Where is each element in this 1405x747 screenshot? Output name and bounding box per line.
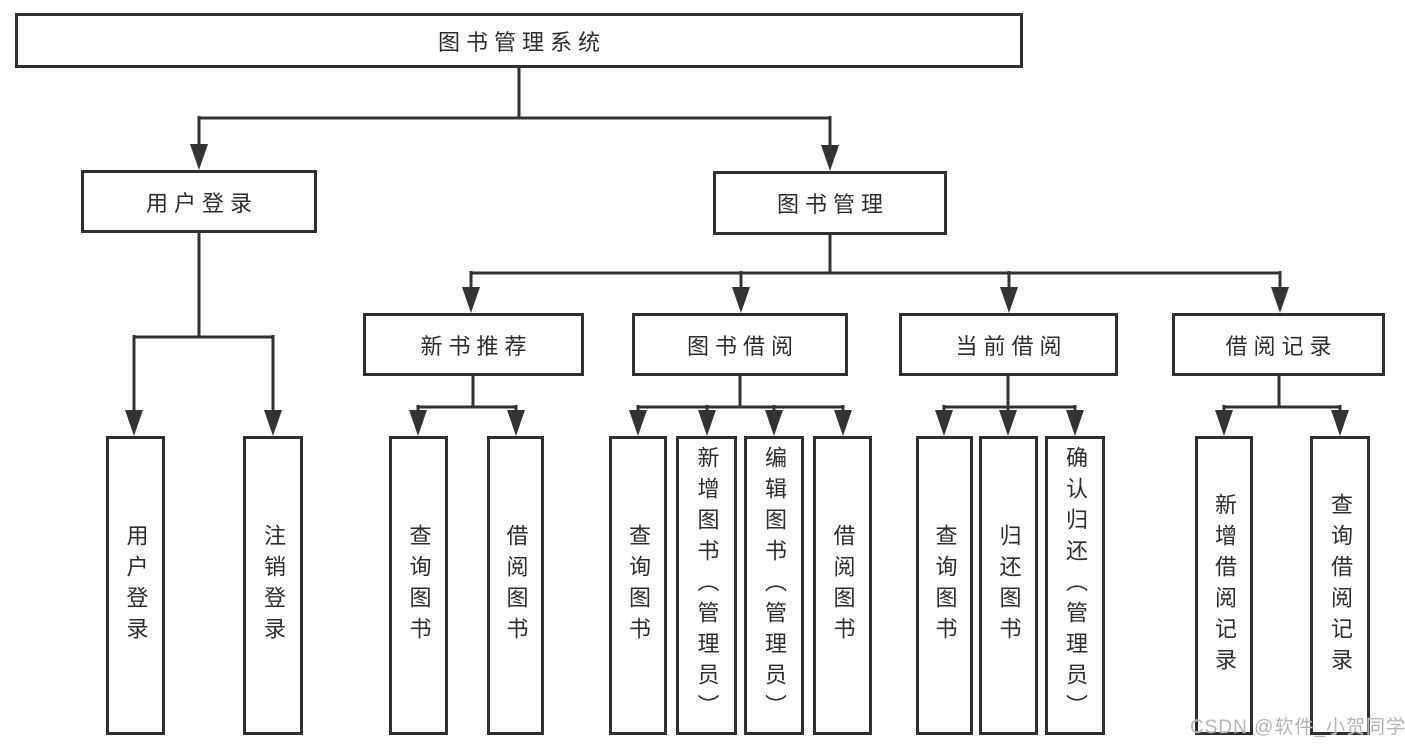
leaf-query-books-recommend: 查询图书	[389, 436, 448, 735]
node-borrow-records: 借阅记录	[1172, 313, 1385, 376]
leaf-query-borrow-record: 查询借阅记录	[1310, 436, 1370, 735]
leaf-query-books-borrow: 查询图书	[609, 436, 667, 735]
node-current-borrowing: 当前借阅	[899, 313, 1118, 376]
node-new-book-recommend: 新书推荐	[363, 313, 584, 376]
leaf-borrow-books: 借阅图书	[813, 436, 872, 735]
arrowhead-icons	[125, 144, 1349, 436]
node-library-management-system: 图书管理系统	[15, 13, 1023, 68]
leaf-add-books-admin: 新增图书（管理员）	[676, 436, 737, 735]
leaf-logout: 注销登录	[243, 436, 303, 735]
leaf-add-borrow-record: 新增借阅记录	[1195, 436, 1253, 735]
csdn-watermark: CSDN @软件_小贺同学	[1190, 717, 1405, 738]
node-book-management: 图书管理	[713, 171, 947, 235]
leaf-confirm-return-admin: 确认归还（管理员）	[1045, 436, 1105, 735]
node-user-login: 用户登录	[81, 170, 317, 233]
leaf-user-login: 用户登录	[106, 436, 165, 735]
leaf-query-books-current: 查询图书	[916, 436, 973, 735]
node-book-borrowing: 图书借阅	[632, 313, 848, 376]
leaf-edit-books-admin: 编辑图书（管理员）	[744, 436, 804, 735]
leaf-borrow-books-recommend: 借阅图书	[487, 436, 544, 735]
leaf-return-books: 归还图书	[979, 436, 1038, 735]
